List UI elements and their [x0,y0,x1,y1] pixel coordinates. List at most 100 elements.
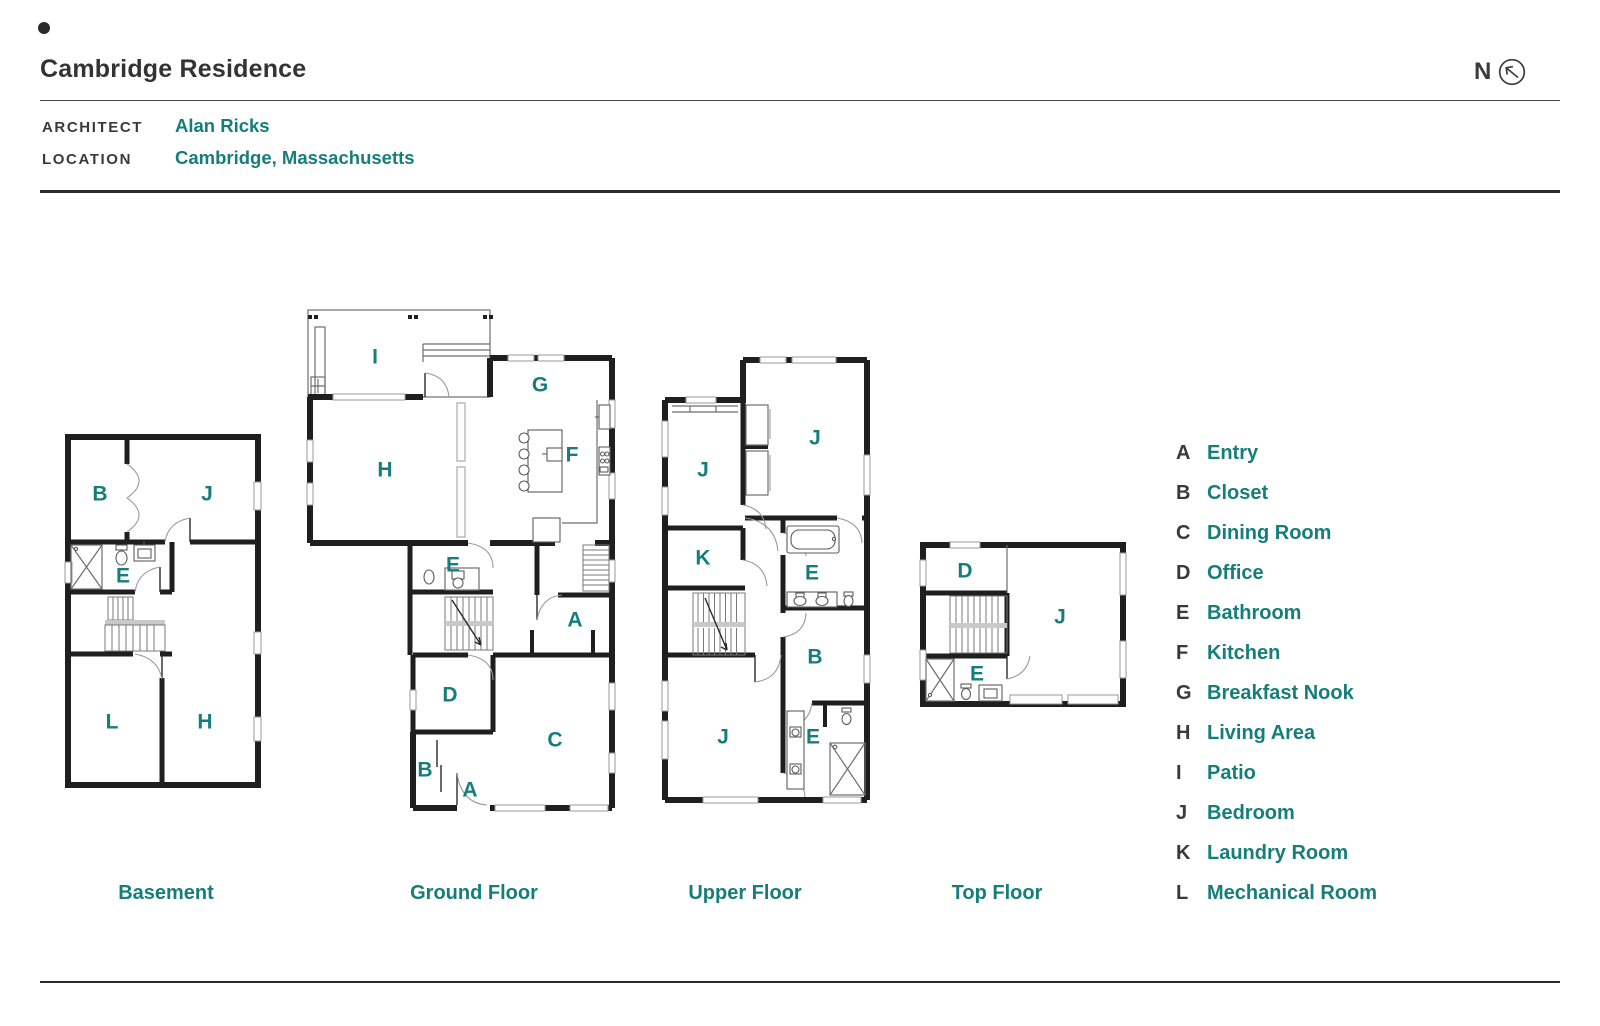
room-label: E [806,726,820,749]
room-label: L [106,711,119,734]
patio-outline [307,309,493,398]
floor-plan-basement: B J E L H [64,434,262,788]
caption-top-floor: Top Floor [951,882,1043,904]
stairs [949,595,1008,654]
legend-item: I Patio [1176,753,1377,793]
room-label: J [809,427,821,450]
doors [134,517,191,680]
sink [133,542,156,562]
stub-walls [743,445,827,727]
legend-letter: I [1176,761,1182,784]
windows [306,354,616,812]
project-meta: ARCHITECT Alan Ricks LOCATION Cambridge,… [42,115,415,179]
legend-name: Breakfast Nook [1207,681,1354,704]
room-label: I [372,346,378,369]
room-label: G [532,374,548,397]
patio-posts [308,315,493,319]
windows [64,481,262,742]
closets [672,404,771,496]
lower-bath-fixtures [786,707,866,796]
doors [1006,655,1031,680]
toilet [115,544,128,566]
footer-divider [40,981,1560,983]
legend-item: C Dining Room [1176,513,1377,553]
room-label: A [462,779,477,802]
room-label: D [957,560,972,583]
closet-doors [126,463,140,533]
bathtub [786,525,840,554]
legend-letter: C [1176,521,1191,544]
stairs [444,596,494,651]
legend-letter: F [1176,641,1189,664]
room-label: B [417,759,432,782]
north-label: N [1474,58,1492,85]
floor-plan-ground: I G F H E A D B A C [306,309,616,812]
legend-name: Bedroom [1207,801,1295,824]
legend-item: E Bathroom [1176,593,1377,633]
architect-label: ARCHITECT [42,119,144,136]
room-label: F [566,444,579,467]
windows [661,356,871,804]
legend-letter: J [1176,801,1188,824]
legend-letter: D [1176,561,1191,584]
bathroom-fixtures [925,658,1003,702]
hall-partition [456,402,466,538]
location-label: LOCATION [42,151,133,168]
room-label: E [116,565,130,588]
location-value: Cambridge, Massachusetts [175,147,415,168]
room-label: B [807,646,822,669]
legend-item: A Entry [1176,433,1377,473]
legend-letter: A [1176,441,1191,464]
legend-item: J Bedroom [1176,793,1377,833]
caption-basement: Basement [118,882,214,904]
room-label: D [442,684,457,707]
caption-ground-floor: Ground Floor [410,882,538,904]
legend-name: Entry [1207,441,1259,464]
room-label: E [446,554,460,577]
legend-name: Patio [1207,761,1256,784]
legend-name: Dining Room [1207,521,1332,544]
header-divider [40,100,1560,101]
room-label: E [805,562,819,585]
windows [919,541,1127,705]
legend-name: Bathroom [1207,601,1302,624]
shower [70,544,103,590]
room-label: J [697,459,709,482]
room-label: H [377,459,392,482]
room-label: J [201,483,213,506]
legend-letter: L [1176,881,1189,904]
bullet-dot [38,22,50,34]
stairs [692,592,746,656]
legend-name: Living Area [1207,721,1316,744]
doors [424,372,563,806]
kitchen-island [518,429,563,493]
back-stairs [582,544,610,592]
north-indicator: N [1474,57,1527,87]
bathroom-fixtures [423,567,480,591]
room-label: E [970,663,984,686]
legend-letter: E [1176,601,1190,624]
interior-walls [407,543,612,735]
legend-item: G Breakfast Nook [1176,673,1377,713]
location-row: LOCATION Cambridge, Massachusetts [42,147,415,179]
stairs [104,596,166,652]
north-arrow-icon [1499,58,1526,86]
room-label: A [567,609,582,632]
legend-letter: B [1176,481,1191,504]
meta-divider [40,190,1560,193]
room-label: C [547,729,562,752]
legend-name: Laundry Room [1207,841,1349,864]
page-title: Cambridge Residence [40,55,307,83]
architect-value: Alan Ricks [175,115,270,136]
room-label: H [197,711,212,734]
vanity-and-toilet [786,591,854,608]
floor-plan-top: D J E [919,541,1127,707]
legend-letter: G [1176,681,1192,704]
entry-closet [530,630,595,655]
